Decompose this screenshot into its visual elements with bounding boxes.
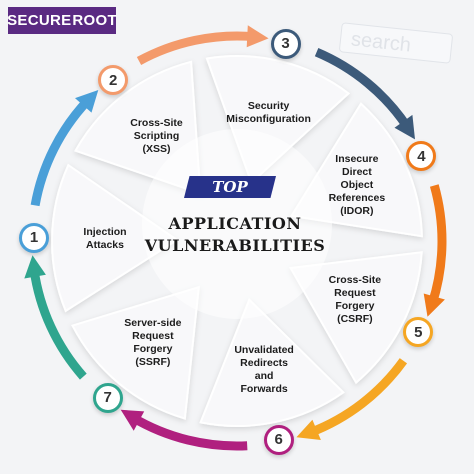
cycle-arrowhead-2 <box>246 25 269 48</box>
step-number-badge-5: 5 <box>403 317 434 348</box>
cycle-arrowhead-7 <box>24 255 46 279</box>
step-label-line: (XSS) <box>142 142 171 155</box>
step-label-line: Cross-Site <box>130 116 183 129</box>
cycle-arrowhead-5 <box>296 419 321 440</box>
step-label-line: Security <box>247 99 290 112</box>
step-label-line: Request <box>334 287 376 300</box>
step-label-line: Forgery <box>335 300 375 313</box>
step-label-line: Attacks <box>86 238 124 251</box>
petal-card-5 <box>288 251 423 385</box>
cycle-arrowhead-4 <box>423 293 445 317</box>
petal-card-6 <box>199 297 345 427</box>
cycle-arc-7 <box>29 268 87 380</box>
step-label-line: Forgery <box>133 342 173 355</box>
step-number-badge-6: 6 <box>263 424 294 455</box>
step-label-line: (CSRF) <box>337 313 373 326</box>
step-label-line: and <box>254 370 274 383</box>
center-title-line-1: APPLICATION <box>168 214 302 233</box>
step-label-line: (SSRF) <box>135 355 171 368</box>
step-label-line: Insecure <box>335 153 379 166</box>
step-label-line: Forwards <box>240 383 288 396</box>
step-number-badge-7: 7 <box>92 382 123 413</box>
cycle-arc-5 <box>308 358 408 437</box>
center-title-line-2: VULNERABILITIES <box>144 236 326 255</box>
step-label-line: (IDOR) <box>340 205 374 218</box>
step-label-line: Misconfiguration <box>226 112 311 125</box>
brand-secure-text: SECURE <box>7 12 72 29</box>
step-label-line: Direct <box>342 166 372 179</box>
step-label-line: Cross-Site <box>328 274 382 287</box>
brand-root-text: ROOT <box>72 12 117 29</box>
step-label-line: Request <box>132 329 174 342</box>
step-label-line: Scripting <box>133 129 180 142</box>
petal-card-1 <box>51 163 179 313</box>
cycle-arrowhead-3 <box>394 114 415 140</box>
step-label-line: References <box>328 192 386 205</box>
cycle-arrowhead-6 <box>120 409 145 431</box>
top-tag: TOP <box>184 176 276 198</box>
cycle-arc-6 <box>130 413 248 451</box>
cycle-arc-4 <box>428 184 447 305</box>
step-number-badge-2: 2 <box>98 65 129 96</box>
cycle-arc-2 <box>136 31 255 65</box>
step-number-badge-3: 3 <box>270 28 301 59</box>
cycle-arc-1 <box>30 97 92 207</box>
cycle-arrowhead-1 <box>75 90 99 113</box>
step-label-line: Unvalidated <box>234 344 294 357</box>
petal-card-7 <box>71 285 200 420</box>
step-label-line: Server-side <box>124 316 182 329</box>
step-number-badge-1: 1 <box>19 222 49 253</box>
step-number-badge-4: 4 <box>406 141 437 172</box>
cycle-arc-3 <box>314 47 412 130</box>
step-label-line: Object <box>340 179 374 192</box>
step-label-line: Redirects <box>240 357 289 370</box>
step-label-line: Injection <box>83 225 127 238</box>
